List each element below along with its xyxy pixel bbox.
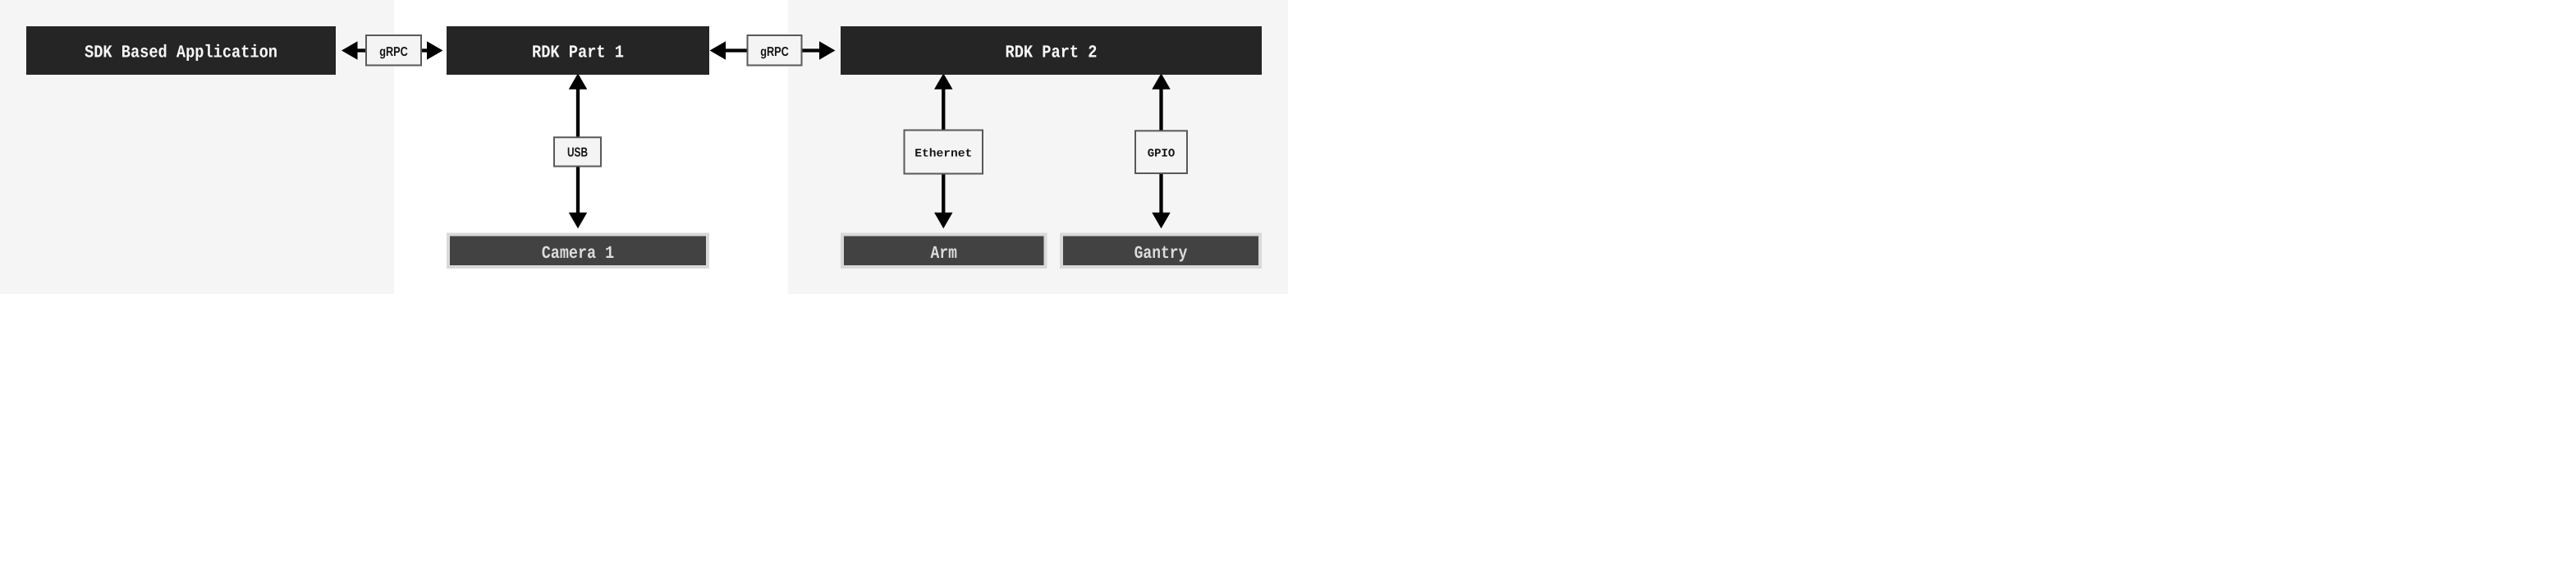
svg-text:gRPC: gRPC: [760, 45, 789, 59]
svg-text:USB: USB: [567, 146, 588, 160]
svg-text:SDK Based Application: SDK Based Application: [85, 44, 277, 63]
svg-text:RDK Part 1: RDK Part 1: [532, 44, 624, 63]
svg-text:Camera 1: Camera 1: [542, 244, 615, 264]
svg-text:Gantry: Gantry: [1134, 244, 1188, 264]
svg-text:GPIO: GPIO: [1148, 147, 1176, 160]
svg-text:gRPC: gRPC: [379, 45, 408, 59]
svg-text:Ethernet: Ethernet: [914, 147, 972, 160]
svg-text:Arm: Arm: [931, 244, 957, 264]
svg-text:RDK Part 2: RDK Part 2: [1006, 44, 1098, 63]
